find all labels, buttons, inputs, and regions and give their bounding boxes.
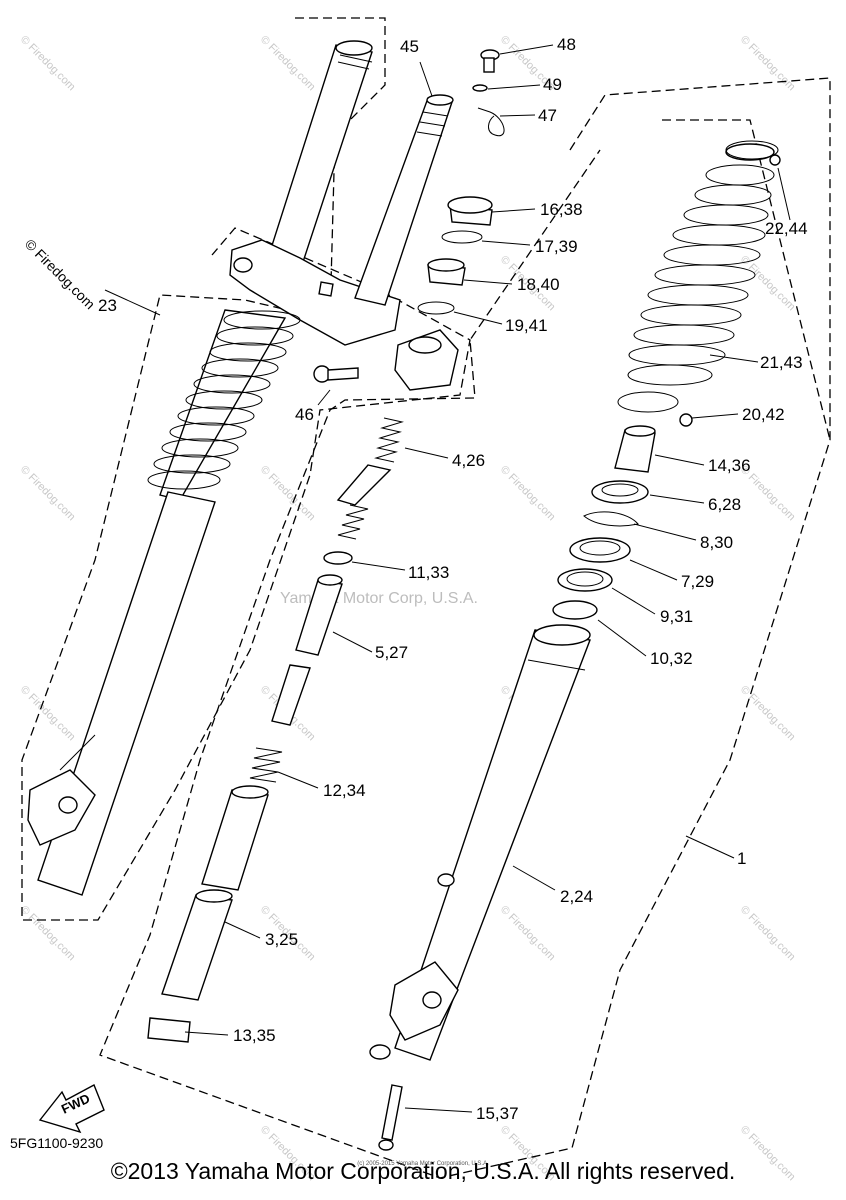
oil-seal-7-29 [569,537,631,563]
assembly-boundary-inner [662,119,831,441]
collar-11-33 [323,551,353,565]
watermark-firedog-dark: © Firedog.com [22,236,98,312]
bolt-48 [480,49,500,73]
callout-16-38: 16,38 [540,200,583,219]
damper-rod-5-27 [271,574,343,726]
callout-13-35: 13,35 [233,1026,276,1045]
watermark-firedog: © Firedog.com [498,904,558,964]
callout-46: 46 [295,405,314,424]
callout-2-24: 2,24 [560,887,593,906]
cap-bolt-16-38 [447,196,493,226]
clamp-22-44 [725,140,781,166]
bushing-10-32 [552,600,598,620]
fork-leg-assembly-23 [27,40,401,896]
watermark-firedog: © Firedog.com [738,254,798,314]
callout-19-41: 19,41 [505,316,548,335]
callout-47: 47 [538,106,557,125]
watermark-firedog: © Firedog.com [18,34,78,94]
guide-14-36 [614,425,656,473]
copyright-small: (c) 2005-2015 Yamaha Motor Corporation, … [357,1161,489,1167]
callout-4-26: 4,26 [452,451,485,470]
callout-23: 23 [98,296,117,315]
watermark-firedog: © Firedog.com [498,464,558,524]
callout-18-40: 18,40 [517,275,560,294]
callout-3-25: 3,25 [265,930,298,949]
callout-6-28: 6,28 [708,495,741,514]
leader-lines [104,44,791,1113]
watermark-firedog: © Firedog.com [738,684,798,744]
callout-21-43: 21,43 [760,353,803,372]
callout-20-42: 20,42 [742,405,785,424]
copyright-notice: ©2013 Yamaha Motor Corporation, U.S.A. A… [110,1158,736,1184]
pinch-bolt-46 [313,365,359,383]
callout-7-29: 7,29 [681,572,714,591]
clip-47 [477,107,505,137]
callout-11-33: 11,33 [408,563,449,582]
assembly-boundary-outer [99,77,831,1179]
watermark-firedog: © Firedog.com [738,34,798,94]
diagram-code: 5FG1100-9230 [10,1135,104,1151]
outer-tube-2-24 [369,624,591,1061]
clamp-20-42 [617,391,693,427]
callout-22-44: 22,44 [765,219,808,238]
callout-17-39: 17,39 [535,237,578,256]
callout-48: 48 [557,35,576,54]
callout-45: 45 [400,37,419,56]
callout-12-34: 12,34 [323,781,366,800]
upper-clamp [394,329,459,391]
inner-tube-3-25 [161,785,269,1001]
adjuster-18-40 [427,258,466,286]
callout-labels: 48 49 47 45 16,38 17,39 18,40 19,41 23 2… [98,35,808,1123]
callout-49: 49 [543,75,562,94]
watermark-firedog: © Firedog.com [738,904,798,964]
watermark-firedog: © Firedog.com [18,464,78,524]
spring-4-26 [336,417,404,540]
bushing-13-35 [147,1017,191,1043]
inner-tube-45 [354,94,454,306]
callout-9-31: 9,31 [660,607,693,626]
callout-8-30: 8,30 [700,533,733,552]
watermark-firedog: © Firedog.com [18,904,78,964]
o-ring-17-39 [441,230,483,244]
watermark-firedog: © Firedog.com [258,34,318,94]
o-ring-19-41 [417,301,455,315]
callout-10-32: 10,32 [650,649,693,668]
boot-21-43 [627,143,775,386]
callout-1: 1 [737,849,746,868]
callout-15-37: 15,37 [476,1104,519,1123]
callout-14-36: 14,36 [708,456,751,475]
callout-5-27: 5,27 [375,643,408,662]
forward-arrow-icon: FWD [38,1084,105,1134]
rebound-spring-12-34 [249,747,283,783]
watermark-firedog: © Firedog.com [18,684,78,744]
retaining-clip-8-30 [583,511,639,527]
washer-49 [472,84,488,92]
bolt-15-37 [378,1084,403,1151]
